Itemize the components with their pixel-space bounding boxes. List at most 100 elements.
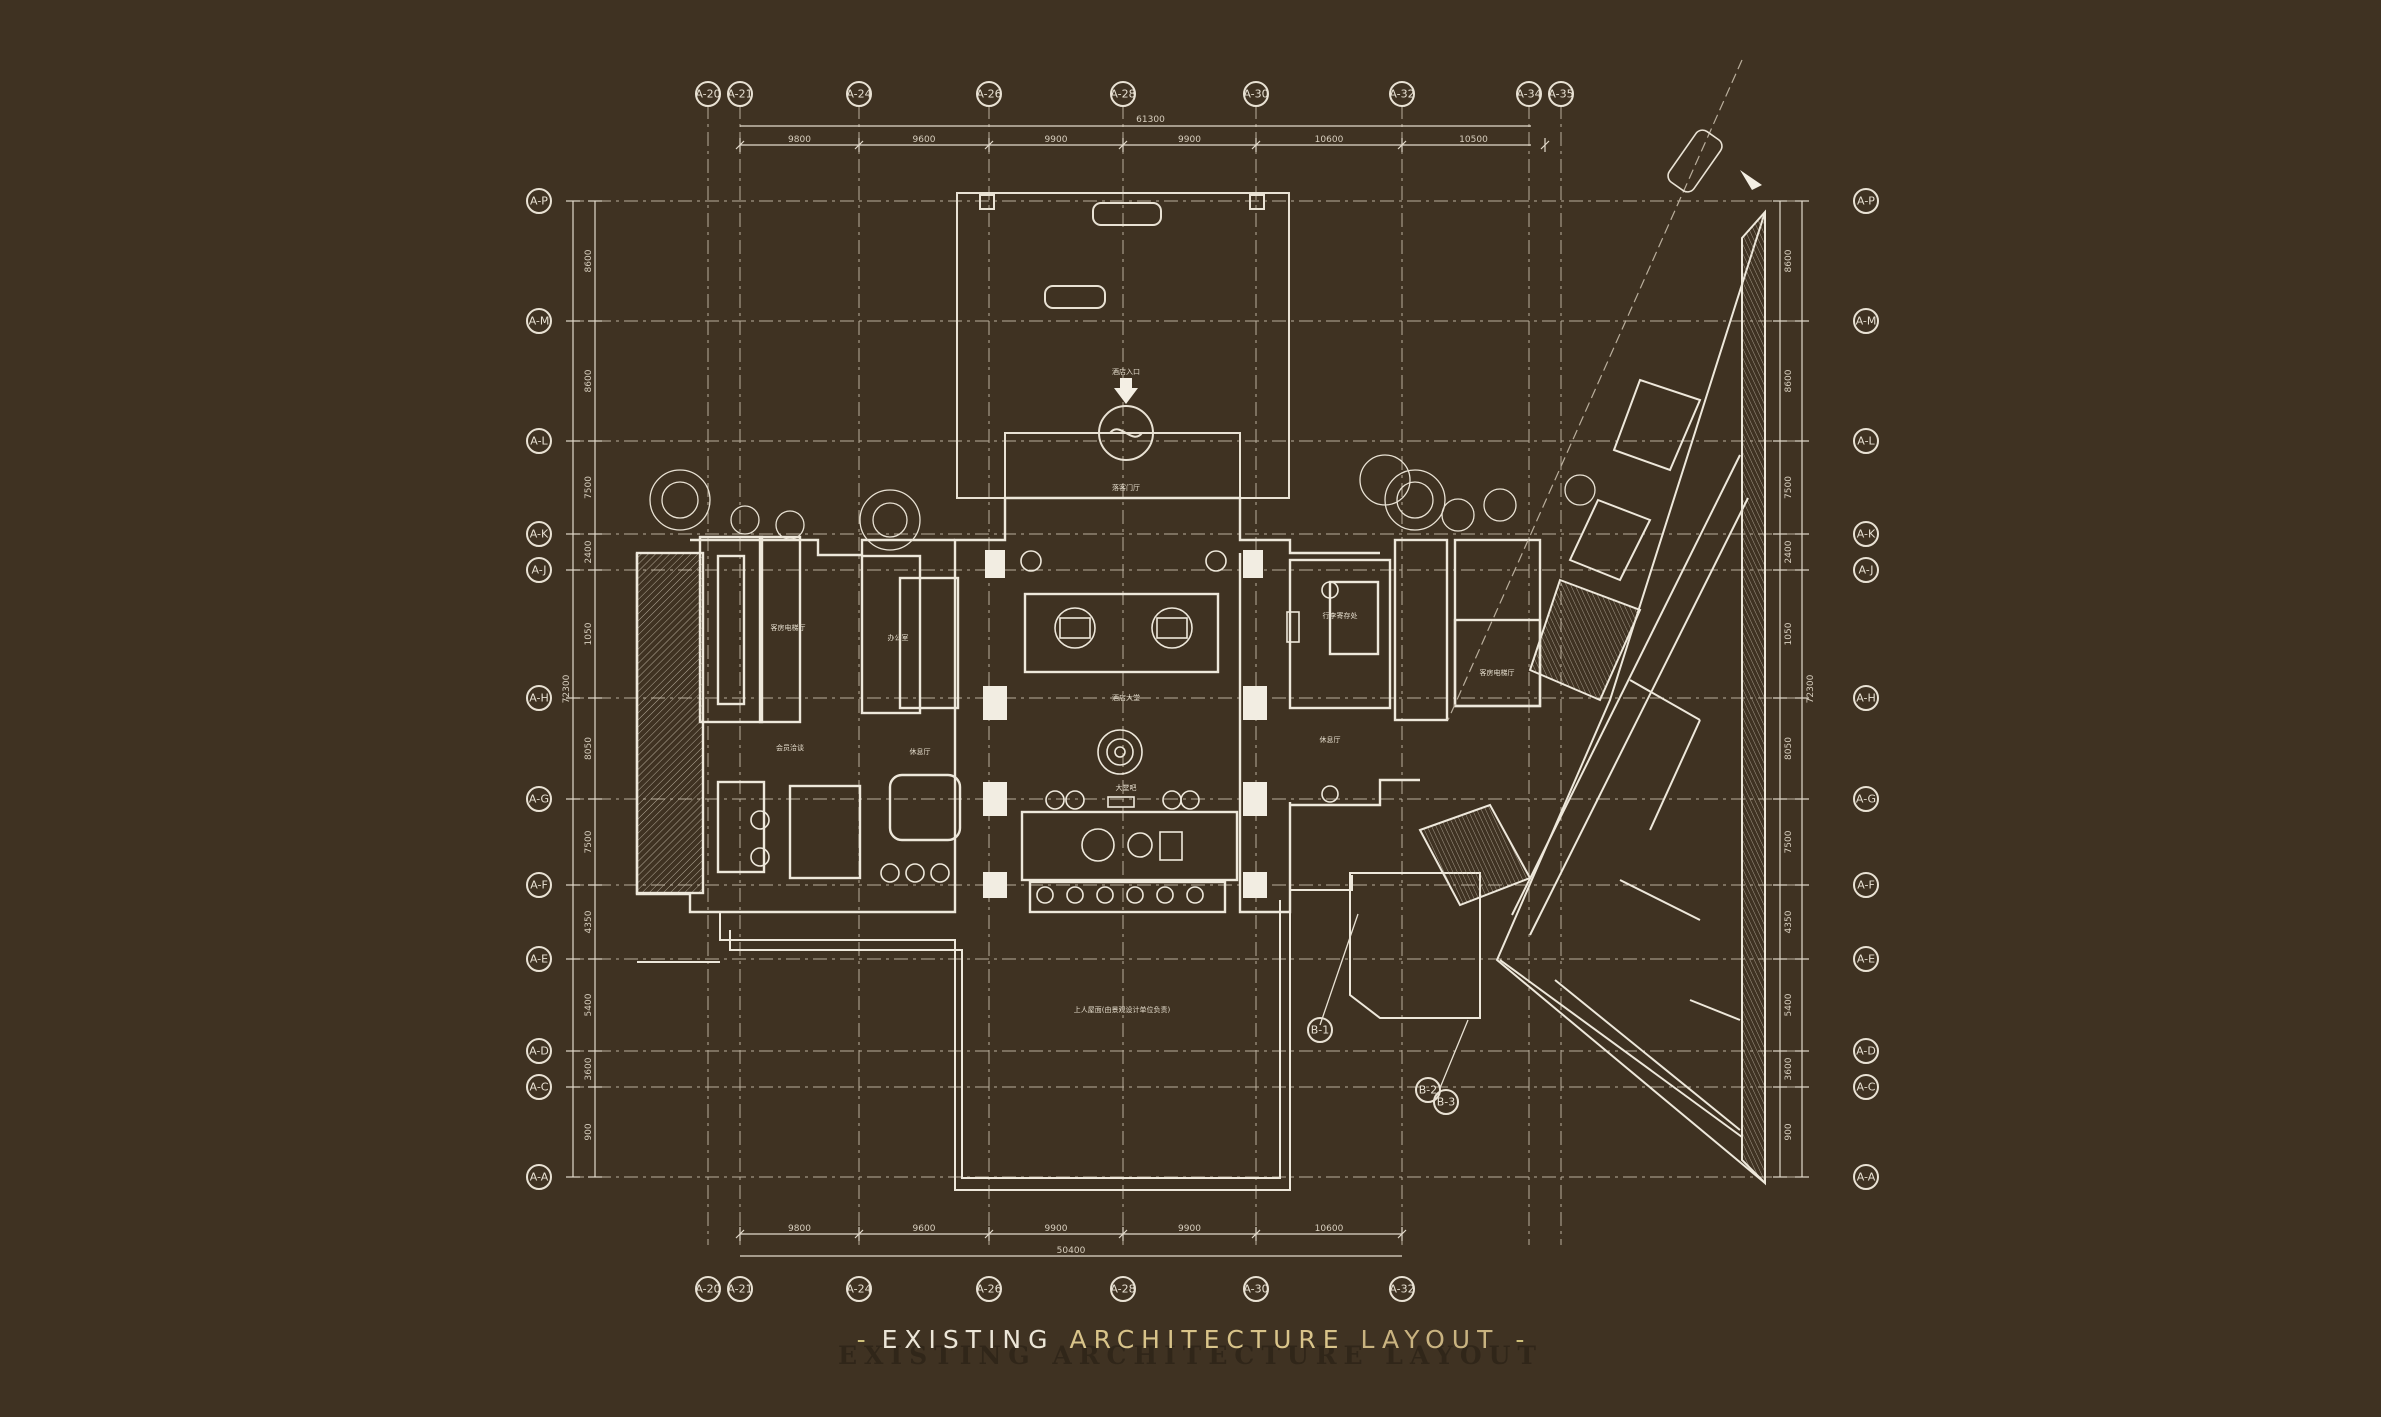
dim-top-2: 9900 <box>1045 135 1068 145</box>
grid-bubble-top-A-30: A-30 <box>1243 81 1269 107</box>
svg-text:A-26: A-26 <box>976 1283 1001 1296</box>
svg-text:A-M: A-M <box>529 315 550 328</box>
plan-title: -EXISTING ARCHITECTURE LAYOUT- <box>0 1325 2381 1354</box>
diagonal-axis <box>1447 59 1743 721</box>
svg-text:A-20: A-20 <box>695 88 720 101</box>
grid-bubble-top-A-24: A-24 <box>846 81 872 107</box>
dim-left-8: 5400 <box>584 993 594 1016</box>
entry-arrow-diagonal <box>1740 170 1762 190</box>
grid-bubble-right-A-G: A-G <box>1853 786 1879 812</box>
svg-text:A-P: A-P <box>530 195 548 208</box>
grid-bubble-right-A-D: A-D <box>1853 1038 1879 1064</box>
svg-text:B-3: B-3 <box>1437 1096 1456 1109</box>
grid-bubble-left-A-J: A-J <box>526 557 552 583</box>
title-dash-left: - <box>856 1325 866 1354</box>
dim-right-2: 7500 <box>1784 476 1794 499</box>
label-luggage: 行李寄存处 <box>1323 611 1358 620</box>
grid-bubble-top-A-32: A-32 <box>1389 81 1415 107</box>
dim-right-5: 8050 <box>1784 737 1794 760</box>
grid-bubble-right-A-C: A-C <box>1853 1074 1879 1100</box>
section-mark-b3: B-3 <box>1433 1089 1459 1115</box>
svg-text:A-E: A-E <box>1857 953 1875 966</box>
svg-text:A-32: A-32 <box>1389 1283 1414 1296</box>
grid-bubble-right-A-A: A-A <box>1853 1164 1879 1190</box>
forecourt <box>956 192 1290 499</box>
label-lobby: 酒店大堂 <box>1112 693 1140 702</box>
dim-left-3: 2400 <box>584 540 594 563</box>
label-roof: 上人屋面(由景观设计单位负责) <box>1074 1005 1171 1014</box>
grid-bubble-left-A-M: A-M <box>526 308 552 334</box>
svg-text:A-C: A-C <box>530 1081 549 1094</box>
label-office: 办公室 <box>888 633 909 642</box>
svg-text:A-A: A-A <box>530 1171 549 1184</box>
dim-right-total: 72300 <box>1806 674 1816 703</box>
grid-bubble-top-A-26: A-26 <box>976 81 1002 107</box>
svg-text:A-21: A-21 <box>727 1283 752 1296</box>
grid-bubble-bottom-A-32: A-32 <box>1389 1276 1415 1302</box>
diagonal-wing <box>1349 209 1766 1186</box>
dim-top-4: 10600 <box>1315 135 1344 145</box>
dim-top-0: 9800 <box>788 135 811 145</box>
grid-bubble-right-A-L: A-L <box>1853 428 1879 454</box>
dimension-lines <box>566 125 1809 1257</box>
grid-bubble-right-A-M: A-M <box>1853 308 1879 334</box>
grid-bubble-right-A-E: A-E <box>1853 946 1879 972</box>
dim-left-7: 4350 <box>584 910 594 933</box>
svg-text:A-C: A-C <box>1857 1081 1876 1094</box>
svg-text:B-1: B-1 <box>1311 1024 1330 1037</box>
svg-text:A-D: A-D <box>1856 1045 1876 1058</box>
svg-text:A-A: A-A <box>1857 1171 1876 1184</box>
svg-text:A-H: A-H <box>529 692 549 705</box>
svg-text:A-F: A-F <box>530 879 548 892</box>
structural-columns <box>983 550 1267 898</box>
svg-text:A-32: A-32 <box>1389 88 1414 101</box>
svg-text:A-K: A-K <box>530 528 549 541</box>
svg-text:A-J: A-J <box>1858 564 1873 577</box>
grid-bubble-top-A-34: A-34 <box>1516 81 1542 107</box>
grid-bubble-left-A-K: A-K <box>526 521 552 547</box>
dim-right-9: 3600 <box>1784 1057 1794 1080</box>
svg-text:B-2: B-2 <box>1419 1084 1438 1097</box>
section-marks: B-1 B-2 B-3 <box>1307 913 1469 1115</box>
landscape-trees <box>649 454 1596 551</box>
grid-bubble-right-A-J: A-J <box>1853 557 1879 583</box>
svg-text:A-30: A-30 <box>1243 1283 1268 1296</box>
title-dash-right: - <box>1515 1325 1525 1354</box>
roof-terrace <box>637 875 1353 1191</box>
dim-left-10: 900 <box>584 1123 594 1140</box>
dim-left-0: 8600 <box>584 249 594 272</box>
dim-top-total: 61300 <box>1136 115 1165 125</box>
svg-text:A-35: A-35 <box>1548 88 1573 101</box>
svg-text:A-D: A-D <box>529 1045 549 1058</box>
svg-text:A-G: A-G <box>1856 793 1876 806</box>
dim-left-6: 7500 <box>584 830 594 853</box>
dim-right-0: 8600 <box>1784 249 1794 272</box>
svg-text:A-L: A-L <box>1857 435 1875 448</box>
dim-right-7: 4350 <box>1784 910 1794 933</box>
svg-text:A-J: A-J <box>531 564 546 577</box>
grid-bubble-right-A-H: A-H <box>1853 685 1879 711</box>
grid-bubble-left-A-P: A-P <box>526 188 552 214</box>
dim-bottom-3: 9900 <box>1178 1224 1201 1234</box>
dim-bottom-4: 10600 <box>1315 1224 1344 1234</box>
title-word-existing: EXISTING <box>881 1325 1055 1354</box>
svg-text:A-P: A-P <box>1857 195 1875 208</box>
grid-bubble-top-A-21: A-21 <box>727 81 753 107</box>
grid-bubble-bottom-A-26: A-26 <box>976 1276 1002 1302</box>
label-porte-cochere: 落客门厅 <box>1112 483 1140 492</box>
section-mark-b2: B-2 <box>1415 1077 1441 1103</box>
grid-bubble-left-A-G: A-G <box>526 786 552 812</box>
dim-left-5: 8050 <box>584 737 594 760</box>
entrance-arrow <box>1114 378 1138 404</box>
label-lobby-bar: 大堂吧 <box>1116 783 1137 792</box>
title-word-layout: LAYOUT <box>1360 1325 1500 1354</box>
grid-bubble-right-A-P: A-P <box>1853 188 1879 214</box>
grid-bubble-left-A-A: A-A <box>526 1164 552 1190</box>
svg-text:A-M: A-M <box>1856 315 1877 328</box>
grid-bubble-bottom-A-21: A-21 <box>727 1276 753 1302</box>
dim-bottom-2: 9900 <box>1045 1224 1068 1234</box>
lobby-furniture <box>750 550 1339 904</box>
svg-text:A-L: A-L <box>530 435 548 448</box>
